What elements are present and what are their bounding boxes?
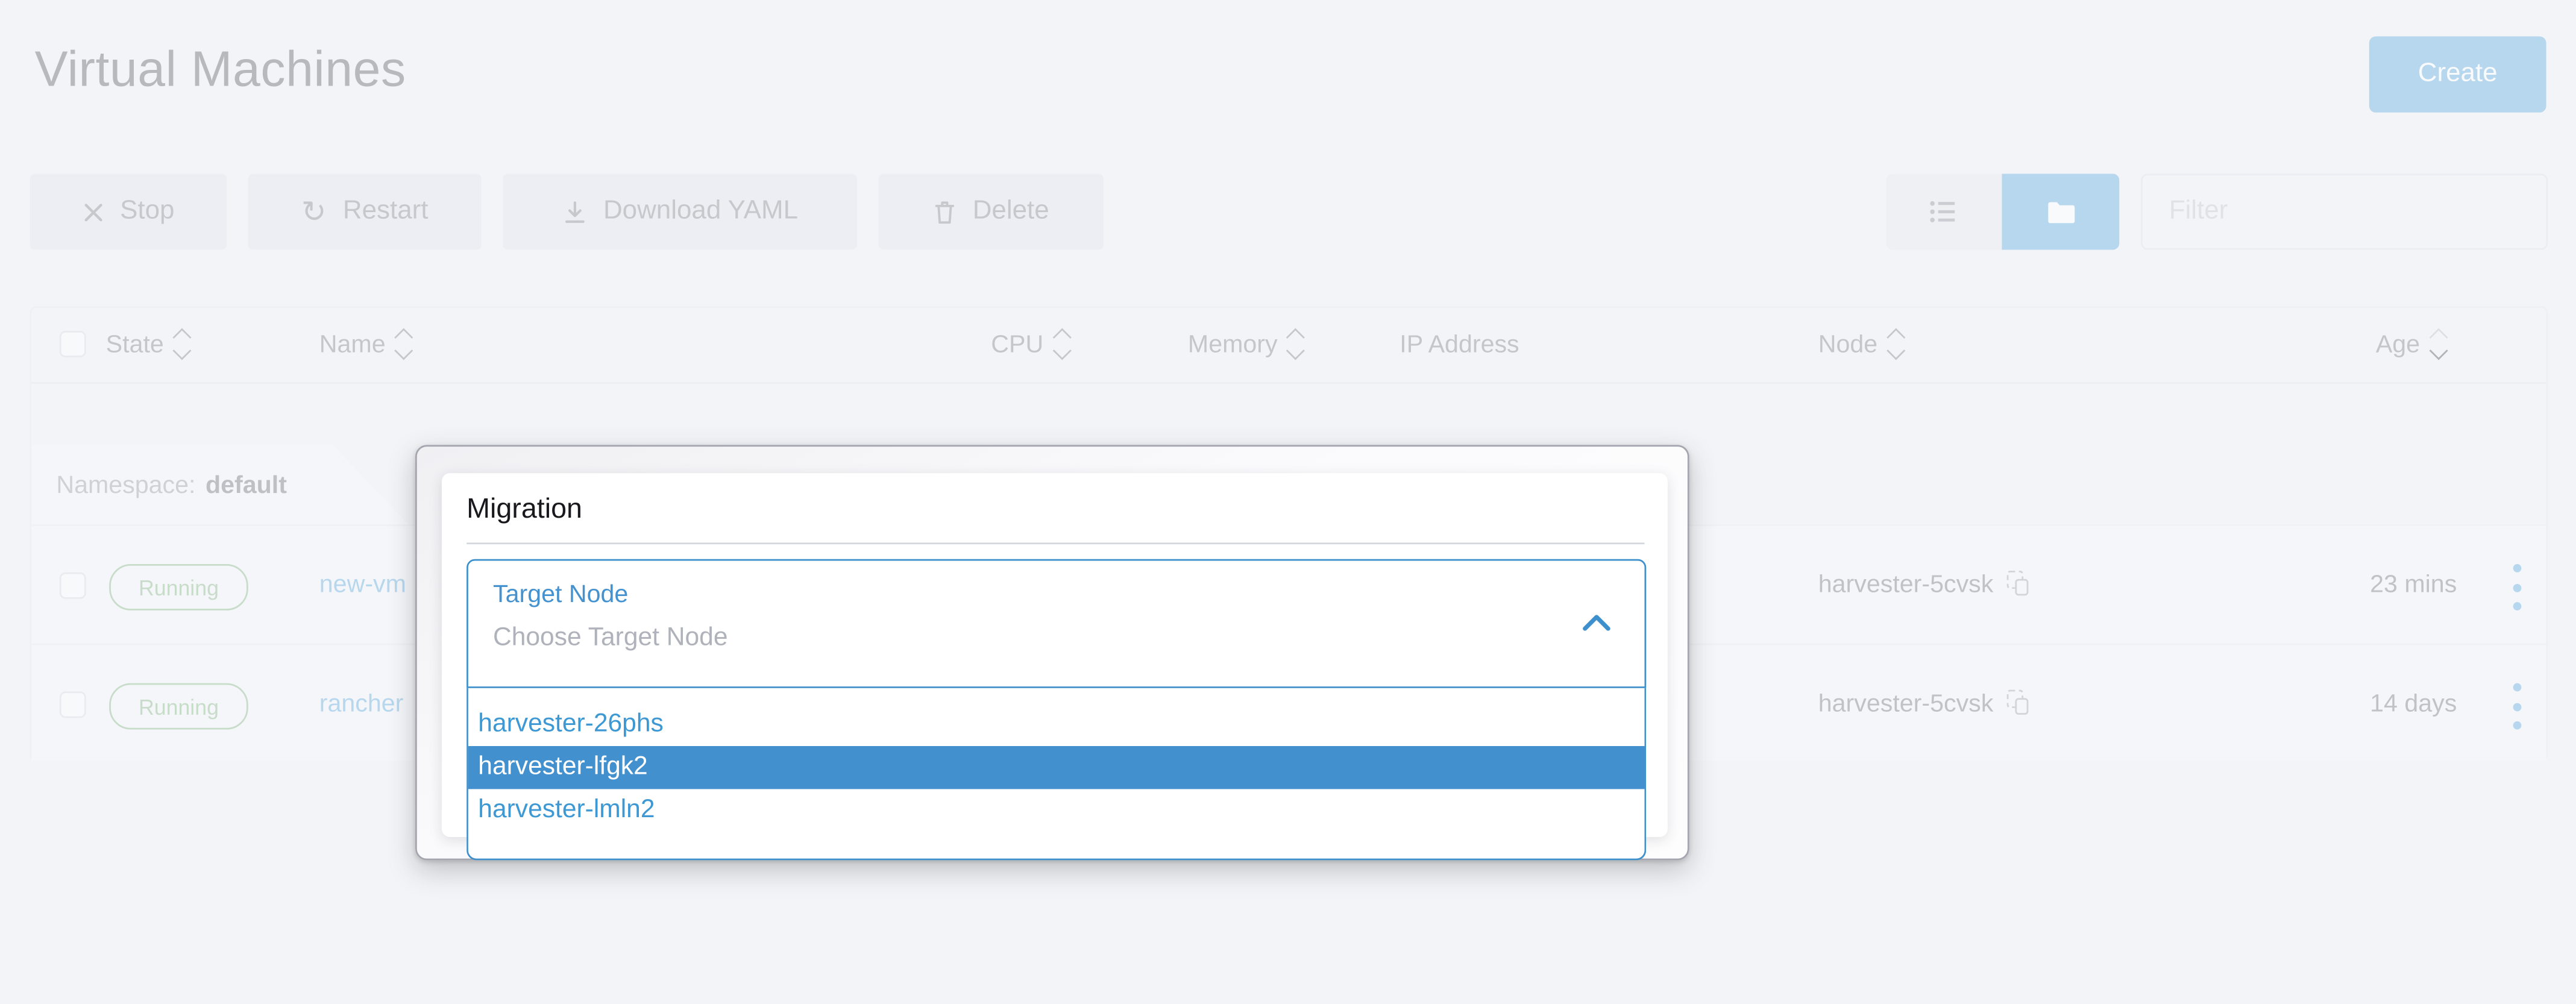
modal-title: Migration [467, 493, 583, 525]
option-harvester-lmln2[interactable]: harvester-lmln2 [478, 795, 655, 824]
target-node-select[interactable]: Target Node Choose Target Node [467, 559, 1647, 688]
migration-modal: Migration Target Node Choose Target Node… [415, 445, 1689, 861]
option-harvester-lfgk2[interactable]: harvester-lfgk2 [468, 745, 1645, 789]
chevron-up-icon [1583, 615, 1610, 631]
target-node-options: harvester-26phs harvester-lfgk2 harveste… [467, 688, 1647, 861]
target-node-placeholder: Choose Target Node [493, 623, 728, 652]
migration-modal-card: Migration Target Node Choose Target Node… [441, 473, 1668, 861]
target-node-label: Target Node [493, 580, 629, 609]
option-harvester-26phs[interactable]: harvester-26phs [478, 709, 664, 738]
modal-divider [467, 542, 1645, 545]
